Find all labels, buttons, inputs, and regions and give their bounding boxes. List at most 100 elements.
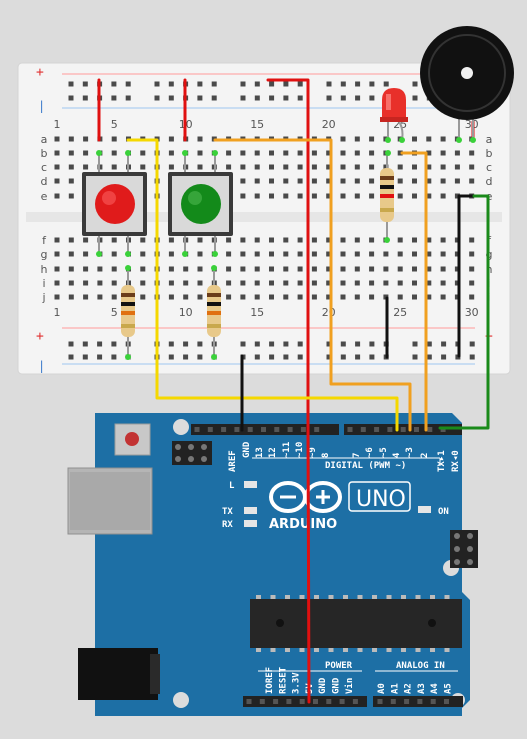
breadboard-hole[interactable] xyxy=(454,193,460,199)
breadboard-hole[interactable] xyxy=(111,237,117,243)
breadboard-hole[interactable] xyxy=(426,237,432,243)
breadboard-hole[interactable] xyxy=(168,280,174,286)
breadboard-hole[interactable] xyxy=(469,354,475,360)
breadboard-hole[interactable] xyxy=(469,251,475,257)
breadboard-hole[interactable] xyxy=(311,164,317,170)
breadboard-hole[interactable] xyxy=(326,164,332,170)
breadboard-hole[interactable] xyxy=(283,95,289,101)
header-pin-hole[interactable] xyxy=(377,699,383,704)
breadboard-hole[interactable] xyxy=(226,237,232,243)
breadboard-hole[interactable] xyxy=(311,193,317,199)
breadboard-hole[interactable] xyxy=(326,266,332,272)
breadboard-hole[interactable] xyxy=(440,136,446,142)
breadboard-hole[interactable] xyxy=(311,178,317,184)
breadboard-hole[interactable] xyxy=(397,266,403,272)
breadboard-hole[interactable] xyxy=(197,237,203,243)
breadboard-hole[interactable] xyxy=(83,237,89,243)
breadboard-hole[interactable] xyxy=(326,341,332,347)
breadboard-hole[interactable] xyxy=(269,266,274,272)
header-pin-hole[interactable] xyxy=(273,699,279,704)
breadboard-hole[interactable] xyxy=(297,294,303,300)
breadboard-hole[interactable] xyxy=(68,136,74,142)
breadboard-hole[interactable] xyxy=(283,193,289,199)
breadboard-hole[interactable] xyxy=(340,178,346,184)
header-pin-hole[interactable] xyxy=(339,699,345,704)
breadboard-hole[interactable] xyxy=(140,280,146,286)
breadboard-hole[interactable] xyxy=(254,237,260,243)
breadboard-hole[interactable] xyxy=(340,237,346,243)
breadboard-hole[interactable] xyxy=(168,164,174,170)
breadboard-hole[interactable] xyxy=(469,341,475,347)
breadboard-hole[interactable] xyxy=(211,81,217,87)
breadboard-hole[interactable] xyxy=(441,341,447,347)
breadboard-hole[interactable] xyxy=(140,294,146,300)
breadboard-hole[interactable] xyxy=(269,95,275,101)
piezo-buzzer-icon[interactable] xyxy=(420,26,514,140)
breadboard-hole[interactable] xyxy=(111,164,117,170)
breadboard-hole[interactable] xyxy=(440,294,446,300)
breadboard-hole[interactable] xyxy=(369,164,375,170)
breadboard-hole[interactable] xyxy=(297,164,303,170)
breadboard-hole[interactable] xyxy=(68,193,74,199)
breadboard-hole[interactable] xyxy=(354,251,360,257)
breadboard-hole[interactable] xyxy=(355,354,361,360)
breadboard-hole[interactable] xyxy=(297,266,303,272)
breadboard-hole[interactable] xyxy=(412,354,418,360)
header-pin-hole[interactable] xyxy=(261,427,266,432)
breadboard-hole[interactable] xyxy=(254,341,260,347)
breadboard-hole[interactable] xyxy=(326,251,332,257)
breadboard-hole[interactable] xyxy=(426,193,432,199)
breadboard-hole[interactable] xyxy=(311,280,317,286)
wire-green-buzzer-pin[interactable] xyxy=(438,194,490,430)
breadboard-hole[interactable] xyxy=(297,178,303,184)
breadboard-hole[interactable] xyxy=(154,81,160,87)
breadboard-hole[interactable] xyxy=(355,95,361,101)
breadboard-hole[interactable] xyxy=(383,81,389,87)
breadboard-hole[interactable] xyxy=(440,150,446,156)
red-led[interactable] xyxy=(380,88,408,141)
header-pin-hole[interactable] xyxy=(400,427,406,432)
breadboard-hole[interactable] xyxy=(283,280,289,286)
breadboard-hole[interactable] xyxy=(412,341,418,347)
breadboard-hole[interactable] xyxy=(397,193,403,199)
breadboard-hole[interactable] xyxy=(326,354,332,360)
breadboard-hole[interactable] xyxy=(454,266,460,272)
breadboard-hole[interactable] xyxy=(369,95,375,101)
breadboard-hole[interactable] xyxy=(283,81,289,87)
header-pin-hole[interactable] xyxy=(247,427,253,432)
breadboard-hole[interactable] xyxy=(111,294,117,300)
breadboard-hole[interactable] xyxy=(469,164,475,170)
breadboard-hole[interactable] xyxy=(340,341,346,347)
breadboard-hole[interactable] xyxy=(454,178,460,184)
breadboard-hole[interactable] xyxy=(97,294,103,300)
breadboard-hole[interactable] xyxy=(197,164,203,170)
pushbutton-green-cap[interactable] xyxy=(181,184,221,224)
breadboard-hole[interactable] xyxy=(111,95,117,101)
header-pin-hole[interactable] xyxy=(207,427,213,432)
breadboard-hole[interactable] xyxy=(68,150,74,156)
header-pin-hole[interactable] xyxy=(194,427,200,432)
breadboard-hole[interactable] xyxy=(197,251,203,257)
breadboard-hole[interactable] xyxy=(354,136,360,142)
breadboard-hole[interactable] xyxy=(269,178,274,184)
breadboard-hole[interactable] xyxy=(454,294,460,300)
breadboard-hole[interactable] xyxy=(97,280,103,286)
breadboard-hole[interactable] xyxy=(440,193,446,199)
breadboard-hole[interactable] xyxy=(97,341,103,347)
breadboard-hole[interactable] xyxy=(440,178,446,184)
breadboard-hole[interactable] xyxy=(326,150,332,156)
breadboard-hole[interactable] xyxy=(140,266,146,272)
header-pin-hole[interactable] xyxy=(352,699,358,704)
breadboard-hole[interactable] xyxy=(254,354,260,360)
breadboard-hole[interactable] xyxy=(454,251,460,257)
breadboard-hole[interactable] xyxy=(82,354,88,360)
header-pin-hole[interactable] xyxy=(259,699,265,704)
breadboard-hole[interactable] xyxy=(54,164,60,170)
breadboard-hole[interactable] xyxy=(68,341,74,347)
breadboard-hole[interactable] xyxy=(340,294,346,300)
breadboard-hole[interactable] xyxy=(168,251,174,257)
breadboard-hole[interactable] xyxy=(254,266,260,272)
breadboard-hole[interactable] xyxy=(226,164,232,170)
header-pin-hole[interactable] xyxy=(417,699,423,704)
breadboard-hole[interactable] xyxy=(269,193,274,199)
